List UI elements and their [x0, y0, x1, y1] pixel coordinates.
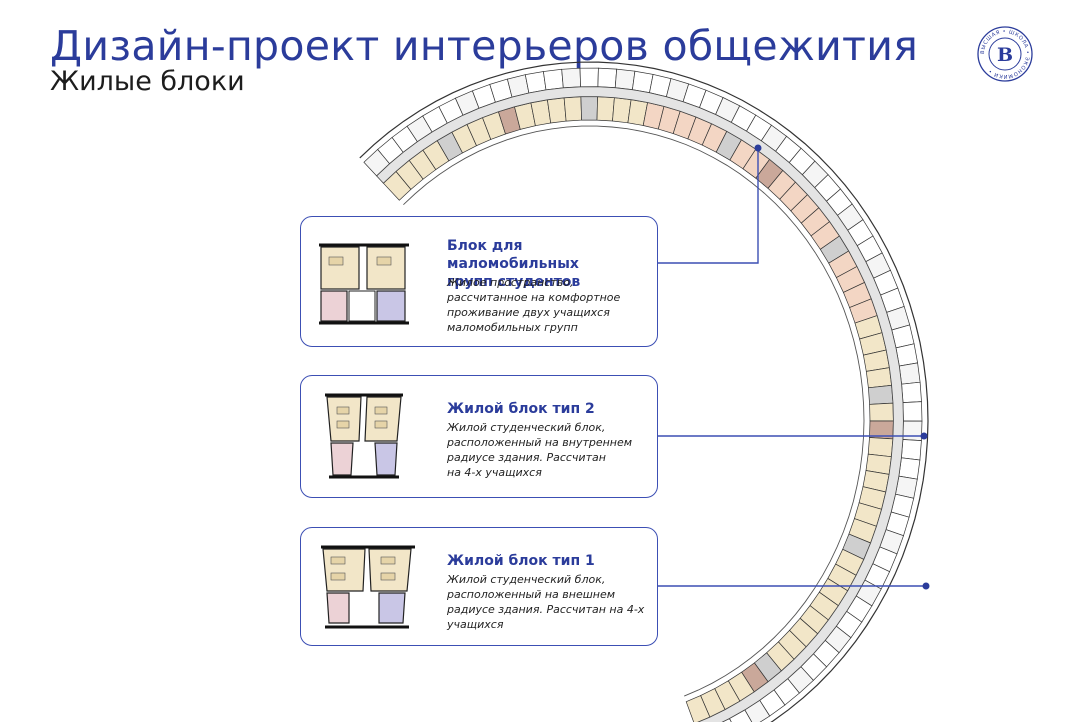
- plan-cell: [580, 96, 598, 121]
- plan-cell: [895, 343, 919, 367]
- card-block-type-2: Жилой блок тип 2 Жилой студенческий блок…: [300, 375, 658, 498]
- hse-logo: ВЫСШАЯ • ШКОЛА • ЭКОНОМИКИ • В: [977, 26, 1033, 82]
- plan-cell: [867, 437, 894, 458]
- plan-cell: [868, 384, 894, 405]
- logo-monogram: В: [997, 44, 1013, 66]
- card-block-type-1: Жилой блок тип 1 Жилой студенческий блок…: [300, 527, 658, 646]
- card-3-desc-line1: Жилой студенческий блок,: [447, 573, 606, 586]
- plan-cell: [865, 367, 892, 389]
- plan-cell: [563, 96, 582, 122]
- card-2-desc-line3: радиусе здания. Рассчитан: [447, 451, 606, 464]
- card-3-title: Жилой блок тип 1: [447, 553, 595, 569]
- card-3-desc-line3: радиусе здания. Рассчитан на 4-х: [447, 603, 645, 616]
- card-accessible-block: Блок для маломобильных групп студентов Ж…: [300, 216, 658, 347]
- page-subtitle: Жилые блоки: [50, 66, 245, 97]
- plan-cell: [869, 402, 894, 422]
- plan-cell: [524, 71, 547, 94]
- card-2-desc-line4: на 4-х учащихся: [447, 466, 542, 479]
- plan-cell: [561, 67, 581, 89]
- card-1-desc-line3: проживание двух учащихся: [447, 306, 610, 319]
- plan-cell: [597, 67, 618, 89]
- plan-cell: [901, 439, 922, 461]
- card-1-title-line1: Блок для маломобильных: [447, 238, 579, 272]
- card-2-desc-line2: расположенный на внутреннем: [447, 436, 633, 449]
- plan-cell: [614, 68, 636, 91]
- plan-cell: [543, 68, 564, 91]
- plan-cell: [547, 97, 567, 124]
- plan-cell: [898, 457, 921, 480]
- plan-cell: [898, 362, 921, 385]
- plan-facade: [359, 61, 929, 722]
- plan-inner-facade: [403, 125, 865, 697]
- plan-cell: [596, 96, 615, 122]
- plan-cell: [901, 381, 922, 403]
- page-title: Дизайн-проект интерьеров общежития: [50, 22, 919, 70]
- card-1-desc-line1: Жилое пространство,: [447, 276, 574, 289]
- plan-cell: [902, 401, 923, 422]
- card-2-title: Жилой блок тип 2: [447, 401, 595, 417]
- card-3-desc-line4: учащихся: [447, 618, 504, 631]
- plan-cell: [376, 86, 904, 722]
- plan-cell: [579, 67, 599, 88]
- card-1-desc-line4: маломобильных групп: [447, 321, 578, 334]
- card-1-title-line2: групп студентов: [447, 274, 581, 290]
- card-1-desc-line2: рассчитанное на комфортное: [447, 291, 621, 304]
- block-type-1-plan-thumbnail: [321, 545, 415, 629]
- card-3-desc-line2: расположенный на внешнем: [447, 588, 616, 601]
- plan-cell: [685, 695, 711, 722]
- block-type-2-plan-thumbnail: [325, 393, 403, 479]
- accessible-block-plan-thumbnail: [319, 243, 409, 325]
- plan-cell: [869, 420, 894, 440]
- plan-cell: [902, 420, 923, 441]
- card-2-desc-line1: Жилой студенческий блок,: [447, 421, 606, 434]
